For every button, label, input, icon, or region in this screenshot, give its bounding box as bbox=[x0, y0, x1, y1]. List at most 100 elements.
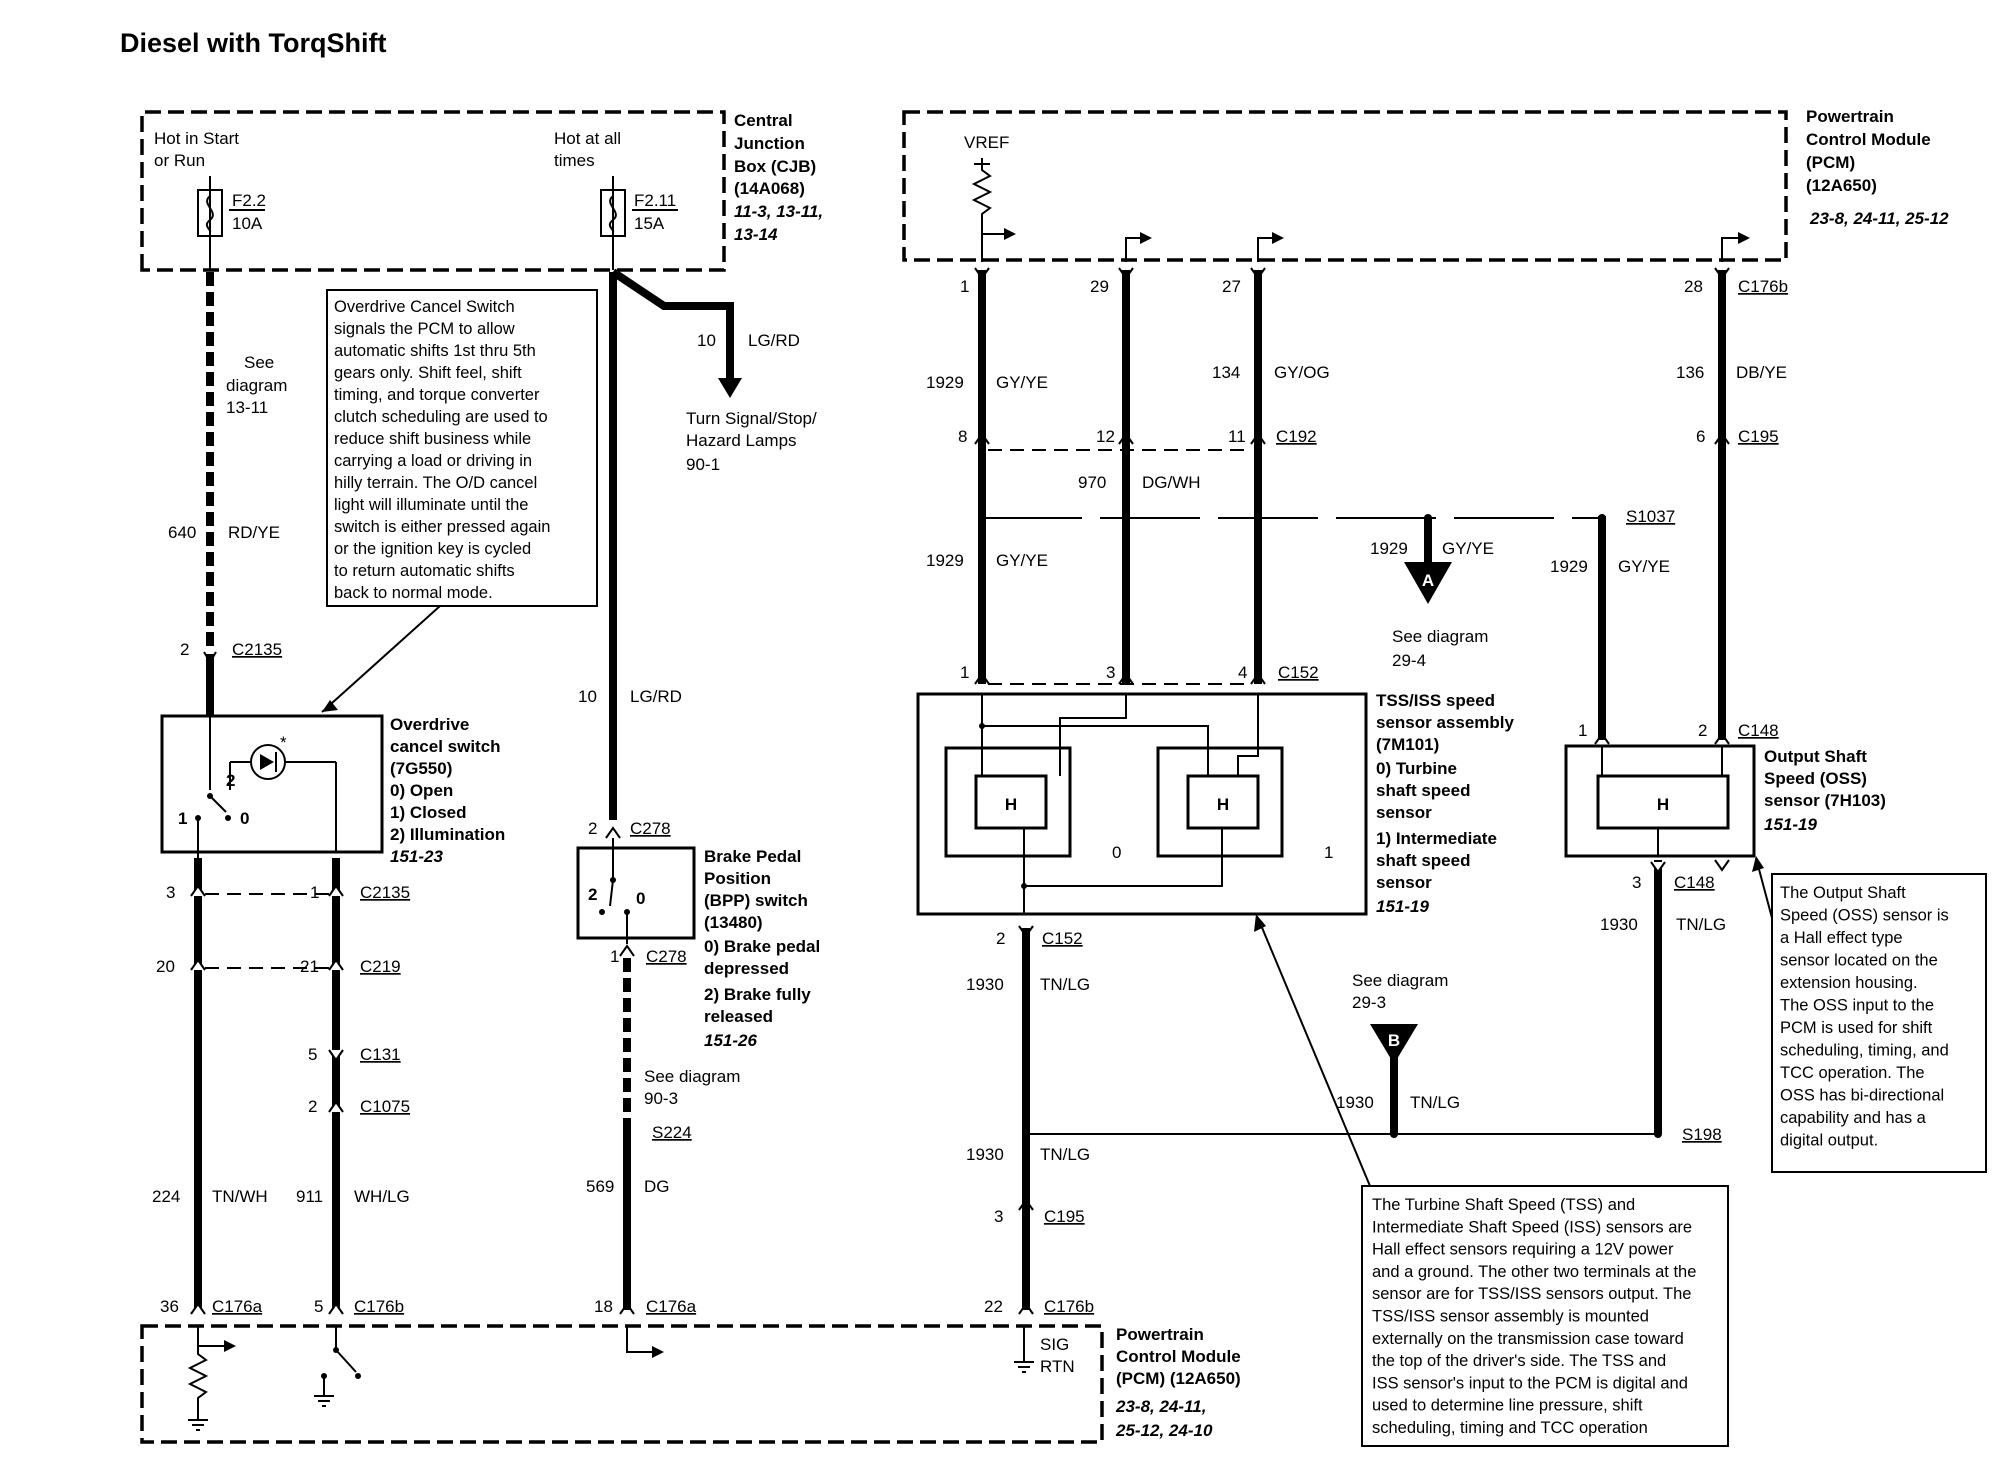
odnote-line: light will illuminate until the bbox=[334, 496, 528, 514]
tssnote-line: scheduling, timing and TCC operation bbox=[1372, 1419, 1648, 1437]
fuse-f2-11-icon bbox=[600, 176, 678, 270]
svg-text:TN/LG: TN/LG bbox=[1040, 1145, 1090, 1164]
svg-text:1: 1 bbox=[610, 947, 619, 966]
svg-text:A: A bbox=[1422, 571, 1434, 590]
svg-text:5: 5 bbox=[314, 1297, 323, 1316]
tssnote-line: and a ground. The other two terminals at… bbox=[1372, 1263, 1696, 1281]
svg-text:2: 2 bbox=[996, 929, 1005, 948]
svg-text:Hazard Lamps: Hazard Lamps bbox=[686, 431, 797, 450]
svg-text:151-26: 151-26 bbox=[704, 1031, 757, 1050]
svg-text:2: 2 bbox=[308, 1097, 317, 1116]
svg-text:See diagram: See diagram bbox=[1392, 627, 1488, 646]
svg-text:1929: 1929 bbox=[926, 551, 964, 570]
svg-text:(PCM): (PCM) bbox=[1806, 153, 1855, 172]
svg-text:1) Intermediate: 1) Intermediate bbox=[1376, 829, 1497, 848]
odnote-line: back to normal mode. bbox=[334, 584, 493, 602]
svg-text:151-23: 151-23 bbox=[390, 847, 443, 866]
pcm-bottom: SIG RTN bbox=[140, 1324, 1104, 1444]
svg-text:4: 4 bbox=[1238, 663, 1247, 682]
svg-text:2: 2 bbox=[180, 640, 189, 659]
svg-text:2: 2 bbox=[588, 819, 597, 838]
svg-text:29-4: 29-4 bbox=[1392, 651, 1426, 670]
svg-text:Control Module: Control Module bbox=[1806, 130, 1931, 149]
tssnote-line: ISS sensor's input to the PCM is digital… bbox=[1372, 1374, 1688, 1392]
svg-text:shaft speed: shaft speed bbox=[1376, 851, 1470, 870]
svg-text:TN/LG: TN/LG bbox=[1040, 975, 1090, 994]
svg-text:C148: C148 bbox=[1674, 873, 1715, 892]
ossnote-line: OSS has bi-directional bbox=[1780, 1087, 1944, 1105]
svg-text:sensor assembly: sensor assembly bbox=[1376, 713, 1515, 732]
tssnote-line: The Turbine Shaft Speed (TSS) and bbox=[1372, 1196, 1635, 1214]
svg-text:Output Shaft: Output Shaft bbox=[1764, 747, 1867, 766]
diagram-title: Diesel with TorqShift bbox=[120, 28, 387, 58]
svg-text:Hot in Start: Hot in Start bbox=[154, 129, 239, 148]
svg-text:13-11: 13-11 bbox=[226, 398, 268, 417]
svg-text:0: 0 bbox=[240, 809, 249, 828]
led-icon: * bbox=[229, 733, 337, 852]
svg-text:Box (CJB): Box (CJB) bbox=[734, 157, 816, 176]
svg-text:H: H bbox=[1005, 795, 1017, 814]
tss-iss-sensor-assembly: H H 0 1 bbox=[916, 692, 1368, 916]
svg-text:The Turbine Shaft Speed (TSS): The Turbine Shaft Speed (TSS) andInterme… bbox=[1372, 1196, 1696, 1437]
svg-text:0: 0 bbox=[1112, 843, 1121, 862]
svg-text:(14A068): (14A068) bbox=[734, 179, 805, 198]
svg-text:970: 970 bbox=[1078, 473, 1106, 492]
svg-text:10A: 10A bbox=[232, 214, 263, 233]
svg-text:Powertrain: Powertrain bbox=[1806, 107, 1894, 126]
svg-text:Position: Position bbox=[704, 869, 771, 888]
svg-text:(PCM) (12A650): (PCM) (12A650) bbox=[1116, 1369, 1241, 1388]
svg-text:90-3: 90-3 bbox=[644, 1089, 678, 1108]
svg-text:3: 3 bbox=[166, 883, 175, 902]
ossnote-line: TCC operation. The bbox=[1780, 1064, 1925, 1082]
svg-text:1: 1 bbox=[960, 277, 969, 296]
ossnote-line: extension housing. bbox=[1780, 974, 1918, 992]
svg-text:TN/WH: TN/WH bbox=[212, 1187, 268, 1206]
svg-text:RD/YE: RD/YE bbox=[228, 523, 280, 542]
svg-text:C152: C152 bbox=[1278, 663, 1319, 682]
tssnote-line: sensor are for TSS/ISS sensors output. T… bbox=[1372, 1285, 1691, 1303]
odnote-line: switch is either pressed again bbox=[334, 518, 550, 536]
svg-text:RTN: RTN bbox=[1040, 1357, 1075, 1376]
svg-text:18: 18 bbox=[594, 1297, 613, 1316]
svg-text:Brake Pedal: Brake Pedal bbox=[704, 847, 801, 866]
tssnote-line: the top of the driver's side. The TSS an… bbox=[1372, 1352, 1666, 1370]
svg-text:0) Brake pedal: 0) Brake pedal bbox=[704, 937, 820, 956]
svg-text:*: * bbox=[280, 733, 287, 752]
svg-text:C152: C152 bbox=[1042, 929, 1083, 948]
svg-text:5: 5 bbox=[308, 1045, 317, 1064]
svg-text:Powertrain: Powertrain bbox=[1116, 1325, 1204, 1344]
svg-text:C192: C192 bbox=[1276, 427, 1317, 446]
ossnote-line: Speed (OSS) sensor is bbox=[1780, 907, 1949, 925]
svg-text:1: 1 bbox=[310, 883, 319, 902]
svg-text:2: 2 bbox=[1698, 721, 1707, 740]
svg-text:224: 224 bbox=[152, 1187, 180, 1206]
svg-text:Turn Signal/Stop/: Turn Signal/Stop/ bbox=[686, 409, 817, 428]
svg-text:TSS/ISS speed: TSS/ISS speed bbox=[1376, 691, 1495, 710]
oss-sensor: H bbox=[1564, 744, 1756, 858]
svg-text:S224: S224 bbox=[652, 1123, 692, 1142]
svg-text:28: 28 bbox=[1684, 277, 1703, 296]
svg-text:12: 12 bbox=[1096, 427, 1115, 446]
odnote-line: carrying a load or driving in bbox=[334, 452, 532, 470]
svg-text:1929: 1929 bbox=[1550, 557, 1588, 576]
svg-text:C195: C195 bbox=[1044, 1207, 1085, 1226]
odnote-line: gears only. Shift feel, shift bbox=[334, 364, 522, 382]
offpage-a-icon: A bbox=[1404, 562, 1452, 604]
svg-text:36: 36 bbox=[160, 1297, 179, 1316]
svg-text:Junction: Junction bbox=[734, 134, 805, 153]
svg-text:or Run: or Run bbox=[154, 151, 205, 170]
svg-text:0) Open: 0) Open bbox=[390, 781, 453, 800]
svg-text:C176a: C176a bbox=[646, 1297, 697, 1316]
svg-text:VREF: VREF bbox=[964, 133, 1009, 152]
ossnote-line: a Hall effect type bbox=[1780, 929, 1903, 947]
svg-text:27: 27 bbox=[1222, 277, 1241, 296]
svg-text:1930: 1930 bbox=[1336, 1093, 1374, 1112]
svg-text:2) Brake fully: 2) Brake fully bbox=[704, 985, 811, 1004]
svg-text:DG/WH: DG/WH bbox=[1142, 473, 1201, 492]
svg-text:(7G550): (7G550) bbox=[390, 759, 452, 778]
svg-text:GY/YE: GY/YE bbox=[1618, 557, 1670, 576]
odnote-line: reduce shift business while bbox=[334, 430, 531, 448]
